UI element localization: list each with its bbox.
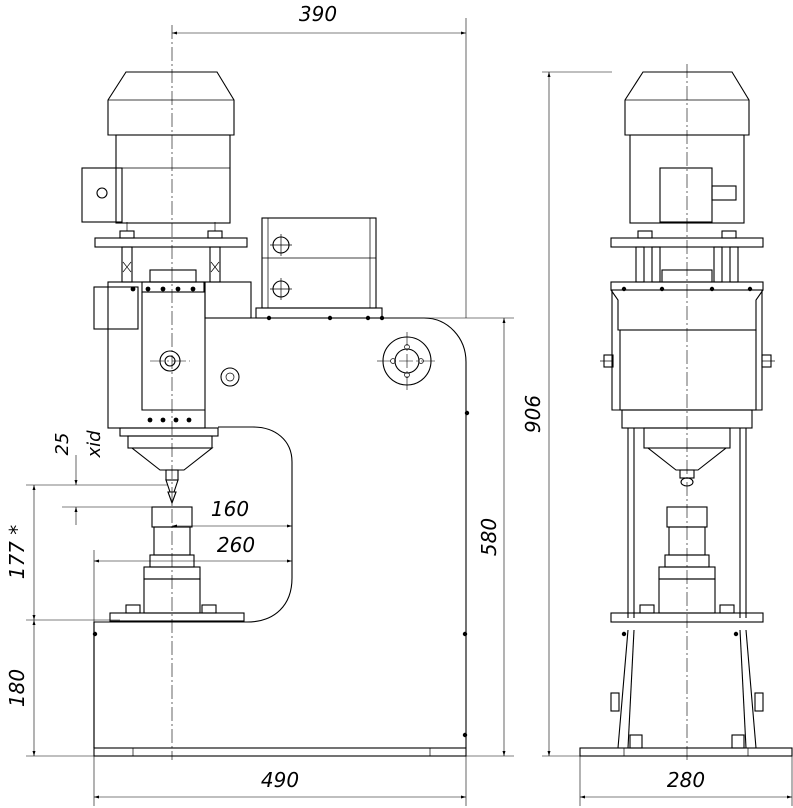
dim-390-label: 390 xyxy=(299,2,337,26)
side-dimension-lines xyxy=(579,756,793,806)
side-housing xyxy=(600,281,775,429)
dimension-labels: 390 490 280 160 260 580 906 25 xid 177 *… xyxy=(5,2,705,792)
base-plate xyxy=(93,747,467,757)
dim-stroke-label: xid xyxy=(84,430,105,459)
front-view xyxy=(26,18,612,806)
side-base xyxy=(579,747,793,757)
front-dimension-lines xyxy=(26,18,612,806)
lower-die xyxy=(109,506,245,622)
motor xyxy=(81,71,235,224)
c-frame xyxy=(92,317,470,748)
frame-flange xyxy=(377,332,438,391)
dim-280-label: 280 xyxy=(667,768,705,792)
gearbox xyxy=(93,269,252,429)
dim-580-label: 580 xyxy=(477,518,501,556)
control-box xyxy=(255,217,385,321)
side-view xyxy=(579,64,793,806)
dim-490-label: 490 xyxy=(261,768,299,792)
dim-180-label: 180 xyxy=(5,669,29,707)
side-columns xyxy=(610,428,764,749)
dim-160-label: 160 xyxy=(211,497,249,521)
dim-25-label: 25 xyxy=(52,433,73,456)
dim-177-label: 177 * xyxy=(5,525,29,580)
dim-260-label: 260 xyxy=(217,533,255,557)
dim-906-label: 906 xyxy=(521,395,545,433)
motor-mount xyxy=(94,222,248,283)
spindle-head xyxy=(119,427,219,505)
